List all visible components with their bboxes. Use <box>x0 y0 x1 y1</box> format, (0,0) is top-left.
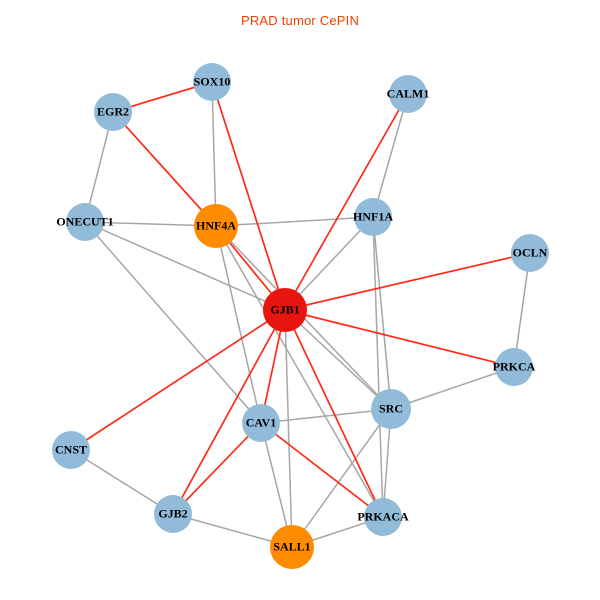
graph-edge <box>215 216 374 227</box>
node-circle[interactable] <box>389 75 427 113</box>
graph-node-sall1[interactable]: SALL1 <box>270 525 314 569</box>
node-label: HNF4A <box>196 218 236 232</box>
graph-node-prkca[interactable]: PRKCA <box>493 348 536 386</box>
graph-edge <box>211 81 286 311</box>
graph-edge <box>284 309 392 410</box>
node-label: ONECUT1 <box>56 214 113 228</box>
graph-edge <box>260 422 384 518</box>
node-label: CNST <box>55 442 87 456</box>
graph-node-hnf4a[interactable]: HNF4A <box>194 204 238 248</box>
graph-node-calm1[interactable]: CALM1 <box>387 75 430 113</box>
node-circle[interactable] <box>511 234 549 272</box>
graph-edge <box>284 309 384 518</box>
graph-edge <box>70 449 174 515</box>
graph-edge <box>172 309 286 515</box>
graph-edge <box>215 225 262 424</box>
node-circle[interactable] <box>364 498 402 536</box>
node-circle[interactable] <box>94 93 132 131</box>
graph-edge <box>112 111 217 227</box>
graph-edge <box>513 252 531 368</box>
graph-edge <box>260 408 392 424</box>
graph-edge <box>172 422 262 515</box>
graph-edge <box>84 221 262 424</box>
graph-edge <box>372 216 384 518</box>
node-circle[interactable] <box>194 204 238 248</box>
graph-edge <box>284 93 409 311</box>
graph-node-cnst[interactable]: CNST <box>52 431 90 469</box>
node-label: HNF1A <box>353 209 393 223</box>
graph-edge <box>70 309 286 451</box>
node-circle[interactable] <box>354 198 392 236</box>
node-circle[interactable] <box>242 404 280 442</box>
node-circle[interactable] <box>52 431 90 469</box>
graph-node-hnf1a[interactable]: HNF1A <box>353 198 393 236</box>
graph-edge <box>390 366 515 410</box>
node-circle[interactable] <box>263 288 307 332</box>
node-label: PRKACA <box>357 509 409 523</box>
graph-edge <box>372 216 392 410</box>
graph-node-gjb2[interactable]: GJB2 <box>154 495 192 533</box>
node-label: SOX10 <box>194 74 231 88</box>
node-label: GJB1 <box>270 302 299 316</box>
node-circle[interactable] <box>66 203 104 241</box>
page-title: PRAD tumor CePIN <box>240 13 360 28</box>
node-label: CALM1 <box>387 86 430 100</box>
node-label: OCLN <box>513 245 548 259</box>
graph-node-onecut1[interactable]: ONECUT1 <box>56 203 114 241</box>
graph-edge <box>284 309 293 548</box>
node-circle[interactable] <box>495 348 533 386</box>
graph-edge <box>84 221 286 311</box>
node-label: SRC <box>379 401 403 415</box>
node-label: EGR2 <box>97 104 129 118</box>
graph-edge <box>215 225 384 518</box>
graph-node-gjb1[interactable]: GJB1 <box>263 288 307 332</box>
graph-edge <box>284 252 531 311</box>
node-circle[interactable] <box>154 495 192 533</box>
node-circle[interactable] <box>371 389 411 429</box>
graph-edge <box>372 93 409 218</box>
graph-edge <box>291 408 392 548</box>
graph-node-egr2[interactable]: EGR2 <box>94 93 132 131</box>
graph-node-src[interactable]: SRC <box>371 389 411 429</box>
node-label: GJB2 <box>158 506 187 520</box>
node-circle[interactable] <box>193 63 231 101</box>
graph-node-cav1[interactable]: CAV1 <box>242 404 280 442</box>
node-label: CAV1 <box>246 415 276 429</box>
graph-node-sox10[interactable]: SOX10 <box>193 63 231 101</box>
node-label: SALL1 <box>273 539 310 553</box>
graph-edge <box>211 81 217 227</box>
node-circle[interactable] <box>270 525 314 569</box>
graph-node-prkaca[interactable]: PRKACA <box>357 498 409 536</box>
node-label: PRKCA <box>493 359 536 373</box>
graph-edge <box>284 309 515 368</box>
graph-node-ocln[interactable]: OCLN <box>511 234 549 272</box>
